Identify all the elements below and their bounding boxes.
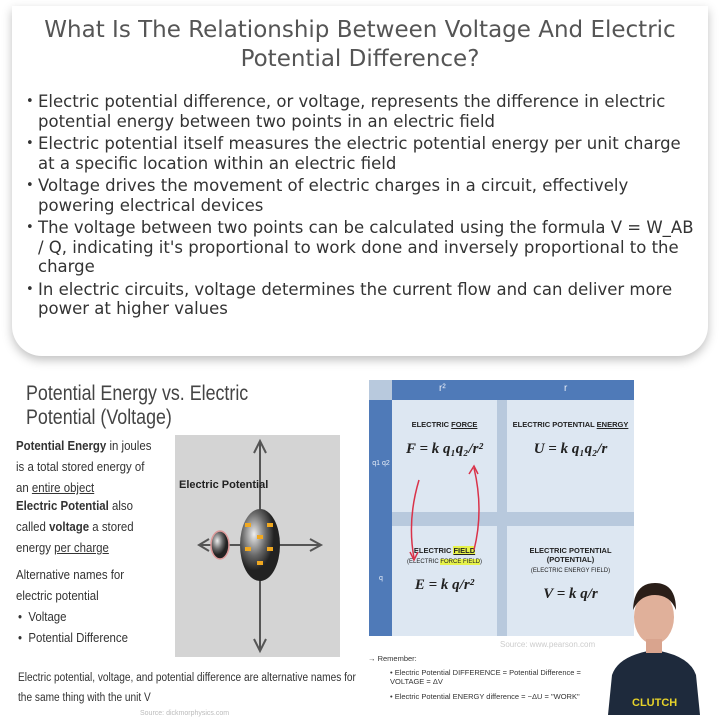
row-header: q	[379, 575, 383, 582]
slide-title: Potential Energy vs. Electric Potential …	[26, 382, 249, 429]
page-title: What Is The Relationship Between Voltage…	[44, 17, 676, 72]
alt-name-item: • Potential Difference	[18, 630, 128, 645]
col-header: r²	[439, 383, 446, 394]
remember-item: • Electric Potential ENERGY difference =…	[390, 692, 580, 701]
cell-electric-potential: ELECTRIC POTENTIAL (POTENTIAL)(ELECTRIC …	[507, 526, 634, 636]
source-credit: Source: dickmorphysics.com	[140, 710, 230, 717]
bullet-item: Electric potential difference, or voltag…	[26, 92, 696, 131]
slide-footer: Electric potential, voltage, and potenti…	[18, 672, 356, 704]
source-credit: Source: www.pearson.com	[500, 640, 596, 649]
bullet-item: Voltage drives the movement of electric …	[26, 176, 696, 215]
alt-names-heading: Alternative names for electric potential	[16, 567, 125, 603]
potential-energy-text: Potential Energy in joules is a total st…	[16, 438, 152, 495]
bullet-item: In electric circuits, voltage determines…	[26, 280, 696, 319]
remember-item: • Electric Potential DIFFERENCE = Potent…	[390, 668, 581, 686]
presenter-image: CLUTCH	[608, 565, 700, 715]
charge-arrows-illustration	[197, 438, 324, 654]
diagram-label: Electric Potential	[179, 479, 269, 491]
remember-label: → Remember:	[368, 654, 417, 663]
row-header: q1 q2	[372, 460, 390, 467]
cell-electric-field: ELECTRIC FIELD(ELECTRIC FORCE FIELD)E = …	[392, 526, 497, 636]
bullet-list: Electric potential difference, or voltag…	[26, 92, 696, 322]
bullet-item: Electric potential itself measures the e…	[26, 134, 696, 173]
electric-potential-text: Electric Potential also called voltage a…	[16, 498, 134, 555]
bullet-item: The voltage between two points can be ca…	[26, 218, 696, 277]
shirt-logo: CLUTCH	[632, 697, 678, 709]
electric-potential-diagram: Electric Potential	[175, 435, 340, 657]
slide-potential-energy: Potential Energy vs. Electric Potential …	[0, 370, 360, 720]
alt-name-item: • Voltage	[18, 609, 67, 624]
cycle-arrows-icon	[409, 464, 480, 562]
col-header: r	[564, 383, 568, 394]
